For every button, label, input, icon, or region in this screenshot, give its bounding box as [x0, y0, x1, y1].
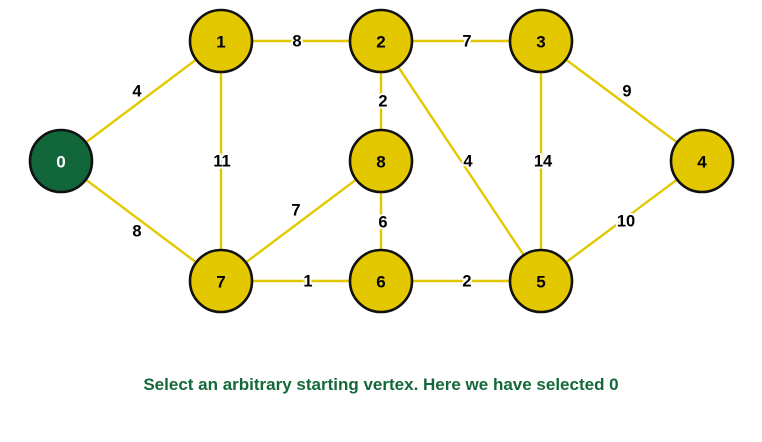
- graph-edge-2-5: [397, 66, 525, 256]
- graph-node-circle-2[interactable]: [348, 8, 414, 74]
- edge-weight-3-4: 9: [622, 82, 631, 100]
- graph-node-circle-6[interactable]: [348, 248, 414, 314]
- graph-node-2[interactable]: 2: [348, 8, 414, 74]
- graph-node-label-5: 5: [536, 273, 545, 292]
- nodes-layer: 0 1 2 3 4 5 6 7 8: [28, 8, 735, 314]
- edge-weight-1-2: 8: [292, 32, 301, 50]
- caption-text: Select an arbitrary starting vertex. Her…: [143, 375, 619, 394]
- edge-weight-0-7: 8: [132, 222, 141, 240]
- edge-weight-0-1: 4: [132, 82, 142, 100]
- edge-weight-1-7: 11: [213, 152, 230, 170]
- graph-node-6[interactable]: 6: [348, 248, 414, 314]
- graph-node-label-3: 3: [536, 33, 545, 52]
- edge-weight-2-5: 4: [463, 152, 473, 170]
- edge-weight-3-5: 14: [534, 152, 553, 170]
- graph-node-4[interactable]: 4: [669, 128, 735, 194]
- edge-weight-labels-layer: 4 8 8 11 7 2 4 9 14 10 2 1 6 7: [130, 30, 637, 292]
- edge-weight-7-8: 7: [291, 201, 300, 219]
- graph-node-7[interactable]: 7: [188, 248, 254, 314]
- edges-layer: [85, 39, 678, 283]
- graph-node-label-4: 4: [697, 153, 707, 172]
- edge-weight-6-7: 1: [303, 272, 312, 290]
- graph-node-1[interactable]: 1: [188, 8, 254, 74]
- graph-node-circle-4[interactable]: [669, 128, 735, 194]
- graph-node-circle-1[interactable]: [188, 8, 254, 74]
- graph-node-label-6: 6: [376, 273, 385, 292]
- graph-node-8[interactable]: 8: [348, 128, 414, 194]
- graph-edge-4-5: [565, 178, 678, 264]
- graph-node-circle-8[interactable]: [348, 128, 414, 194]
- graph-edge-3-4: [565, 58, 678, 144]
- graph-edge-7-8: [245, 178, 357, 264]
- graph-node-circle-0[interactable]: [28, 128, 94, 194]
- graph-node-label-7: 7: [216, 273, 225, 292]
- graph-node-label-1: 1: [216, 33, 225, 52]
- graph-node-label-8: 8: [376, 153, 385, 172]
- graph-node-label-2: 2: [376, 33, 385, 52]
- graph-edge-0-1: [85, 58, 197, 144]
- graph-node-5[interactable]: 5: [508, 248, 574, 314]
- graph-edge-0-7: [85, 178, 197, 264]
- graph-node-circle-3[interactable]: [508, 8, 574, 74]
- edge-weight-4-5: 10: [617, 212, 635, 230]
- edge-weight-6-8: 6: [378, 213, 387, 231]
- edge-weight-2-3: 7: [462, 32, 471, 50]
- graph-node-0[interactable]: 0: [28, 128, 94, 194]
- edge-weight-2-8: 2: [378, 92, 387, 110]
- edge-weight-5-6: 2: [462, 272, 471, 290]
- graph-node-3[interactable]: 3: [508, 8, 574, 74]
- graph-node-circle-7[interactable]: [188, 248, 254, 314]
- graph-node-label-0: 0: [56, 153, 65, 172]
- graph-node-circle-5[interactable]: [508, 248, 574, 314]
